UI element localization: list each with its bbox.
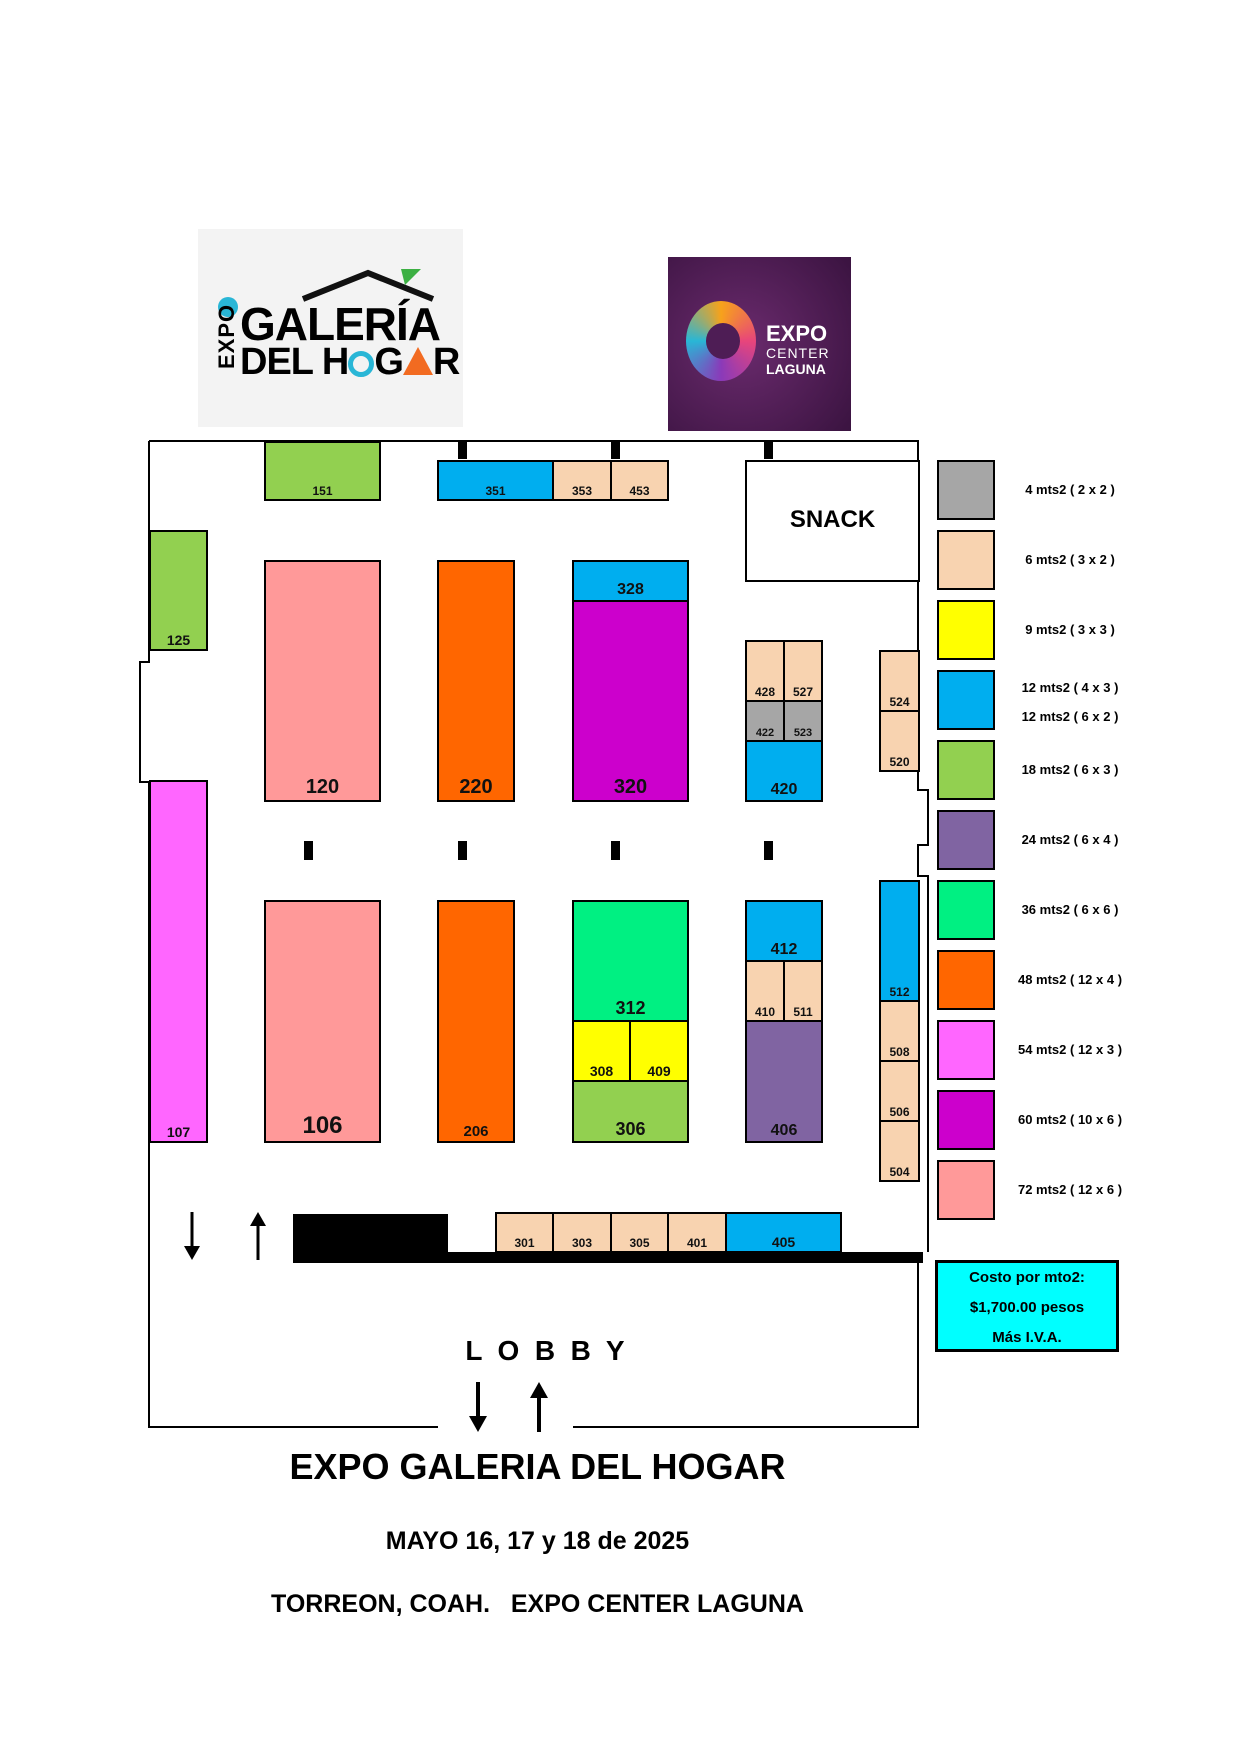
column <box>764 441 773 459</box>
booth-401[interactable]: 401 <box>667 1212 727 1253</box>
legend-label: 18 mts2 ( 6 x 3 ) <box>1021 762 1119 777</box>
price-line2: $1,700.00 pesos <box>969 1299 1085 1316</box>
booth-206[interactable]: 206 <box>437 900 515 1143</box>
expo-logo-line2: CENTER <box>766 345 830 361</box>
column <box>611 841 620 860</box>
legend-label: 48 mts2 ( 12 x 4 ) <box>1017 972 1123 987</box>
snack-area: SNACK <box>745 460 920 582</box>
entrance-arrow-up-icon <box>530 1382 548 1432</box>
booth-320[interactable]: 320 <box>572 600 689 802</box>
booth-306[interactable]: 306 <box>572 1080 689 1143</box>
arrow-down-icon <box>184 1212 200 1260</box>
house-roof-icon <box>301 269 435 302</box>
legend-label: 6 mts2 ( 3 x 2 ) <box>1025 552 1115 567</box>
legend-label: 12 mts2 ( 4 x 3 ) <box>1021 680 1119 695</box>
legend-label: 36 mts2 ( 6 x 6 ) <box>1021 902 1119 917</box>
booth-422[interactable]: 422 <box>745 700 785 742</box>
price-box: Costo por mto2: $1,700.00 pesos Más I.V.… <box>935 1260 1119 1352</box>
expo-center-logo: EXPO CENTER LAGUNA <box>668 257 851 431</box>
legend-swatch <box>937 460 995 520</box>
booth-405[interactable]: 405 <box>725 1212 842 1253</box>
booth-125[interactable]: 125 <box>149 530 208 651</box>
legend-label: 12 mts2 ( 6 x 2 ) <box>1021 709 1119 724</box>
legend-swatch <box>937 1020 995 1080</box>
booth-301[interactable]: 301 <box>495 1212 554 1253</box>
legend-swatch <box>937 880 995 940</box>
logo-o-circle-icon <box>348 351 375 377</box>
booth-520[interactable]: 520 <box>879 710 920 772</box>
legend-label: 54 mts2 ( 12 x 3 ) <box>1017 1042 1123 1057</box>
legend-label: 72 mts2 ( 12 x 6 ) <box>1017 1182 1123 1197</box>
event-title: EXPO GALERIA DEL HOGAR <box>289 1446 786 1487</box>
booth-420[interactable]: 420 <box>745 740 823 802</box>
legend-label: 60 mts2 ( 10 x 6 ) <box>1017 1112 1123 1127</box>
arrow-up-icon <box>250 1212 266 1260</box>
booth-412[interactable]: 412 <box>745 900 823 962</box>
booth-428[interactable]: 428 <box>745 640 785 702</box>
booth-308[interactable]: 308 <box>572 1020 631 1082</box>
booth-220[interactable]: 220 <box>437 560 515 802</box>
event-dates: MAYO 16, 17 y 18 de 2025 <box>385 1527 690 1555</box>
entrance-arrow-down-icon <box>469 1382 487 1432</box>
booth-351[interactable]: 351 <box>437 460 554 501</box>
booth-506[interactable]: 506 <box>879 1060 920 1122</box>
legend-swatch <box>937 740 995 800</box>
price-line3: Más I.V.A. <box>992 1329 1062 1346</box>
column <box>764 841 773 860</box>
legend-label: 24 mts2 ( 6 x 4 ) <box>1021 832 1119 847</box>
legend-swatch <box>937 1160 995 1220</box>
price-line1: Costo por mto2: <box>969 1269 1085 1286</box>
column <box>458 841 467 860</box>
booth-511[interactable]: 511 <box>783 960 823 1022</box>
swirl-inner-icon <box>706 323 740 359</box>
booth-353[interactable]: 353 <box>552 460 612 501</box>
booth-328[interactable]: 328 <box>572 560 689 602</box>
snack-label: SNACK <box>789 506 876 533</box>
booth-406[interactable]: 406 <box>745 1020 823 1143</box>
booth-410[interactable]: 410 <box>745 960 785 1022</box>
column <box>304 841 313 860</box>
logo-circle-icon <box>218 297 238 317</box>
booth-120[interactable]: 120 <box>264 560 381 802</box>
logo-line1: GALERÍA <box>240 298 441 350</box>
booth-527[interactable]: 527 <box>783 640 823 702</box>
lobby-label: L O B B Y <box>465 1335 625 1366</box>
booth-524[interactable]: 524 <box>879 650 920 712</box>
booth-453[interactable]: 453 <box>610 460 669 501</box>
booth-305[interactable]: 305 <box>610 1212 669 1253</box>
booth-107[interactable]: 107 <box>149 780 208 1143</box>
column <box>611 441 620 459</box>
legend-swatch <box>937 1090 995 1150</box>
event-place: TORREON, COAH. EXPO CENTER LAGUNA <box>271 1590 804 1618</box>
booth-151[interactable]: 151 <box>264 441 381 501</box>
legend-label: 4 mts2 ( 2 x 2 ) <box>1025 482 1115 497</box>
legend-swatch <box>937 670 995 730</box>
booth-523[interactable]: 523 <box>783 700 823 742</box>
booth-312[interactable]: 312 <box>572 900 689 1022</box>
expo-logo-line3: LAGUNA <box>766 361 826 377</box>
column <box>458 441 467 459</box>
booth-106[interactable]: 106 <box>264 900 381 1143</box>
booth-303[interactable]: 303 <box>552 1212 612 1253</box>
legend-swatch <box>937 530 995 590</box>
booth-409[interactable]: 409 <box>629 1020 689 1082</box>
bottom-wall <box>293 1252 923 1263</box>
stage-block <box>293 1214 448 1254</box>
booth-508[interactable]: 508 <box>879 1000 920 1062</box>
legend-label: 9 mts2 ( 3 x 3 ) <box>1025 622 1115 637</box>
logo-triangle-icon <box>402 347 433 375</box>
legend-swatch <box>937 600 995 660</box>
expo-logo-line1: EXPO <box>766 321 828 346</box>
legend-swatch <box>937 810 995 870</box>
booth-504[interactable]: 504 <box>879 1120 920 1182</box>
legend-swatch <box>937 950 995 1010</box>
booth-512[interactable]: 512 <box>879 880 920 1002</box>
